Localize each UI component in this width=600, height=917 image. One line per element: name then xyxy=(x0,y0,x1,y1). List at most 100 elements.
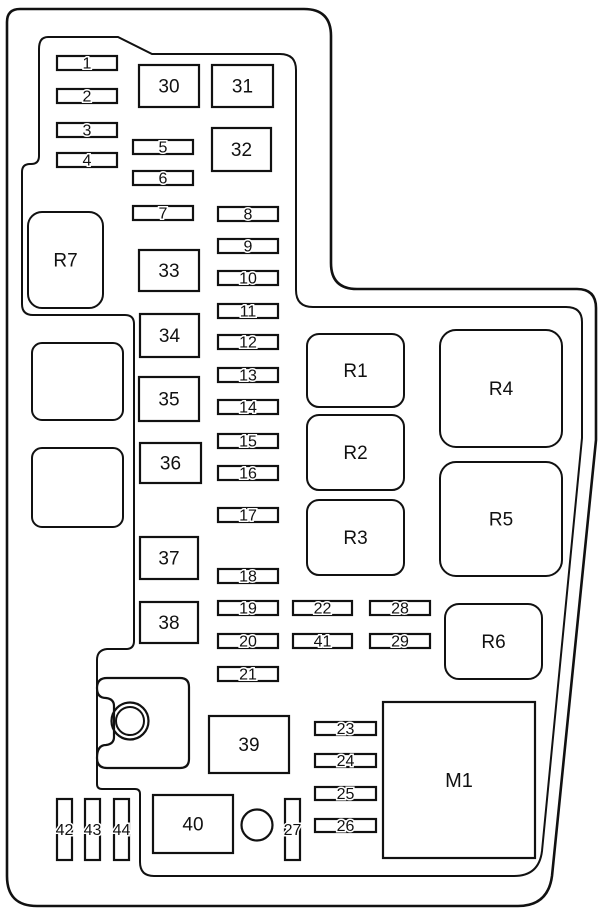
fuse-39-body xyxy=(207,714,291,775)
fuse-3: 3 xyxy=(55,121,119,141)
fuse-33-body xyxy=(137,248,201,293)
fuse-44-label: 44 xyxy=(113,822,131,839)
fuse-32-label: 32 xyxy=(231,140,252,161)
fuse-26-body xyxy=(313,817,378,834)
fuse-4: 4 xyxy=(55,151,119,171)
fuse-39-label: 39 xyxy=(238,735,259,756)
fuse-36: 36 xyxy=(138,441,203,485)
fuse-10: 10 xyxy=(216,269,280,289)
fuse-40: 40 xyxy=(151,793,235,855)
fuse-5-label: 5 xyxy=(159,140,168,157)
fuse-20-body xyxy=(216,632,280,650)
fuse-23: 23 xyxy=(313,720,378,740)
fuse-9-label: 9 xyxy=(244,239,253,256)
fuse-24: 24 xyxy=(313,752,378,772)
fuse-3-body xyxy=(55,121,119,139)
fuse-25-body xyxy=(313,785,378,802)
fuse-20-label: 20 xyxy=(239,634,257,651)
fuse-28: 28 xyxy=(368,599,432,619)
fuse-27-body xyxy=(283,797,302,862)
fuse-36-body xyxy=(138,441,203,485)
fuse-5-body xyxy=(131,138,195,156)
relay-r5-body xyxy=(439,461,563,577)
relay-r4: R4 xyxy=(439,329,563,448)
relay-r6-body xyxy=(444,603,543,680)
fuse-32: 32 xyxy=(210,126,273,173)
fuse-16-body xyxy=(216,464,280,482)
fuse-16: 16 xyxy=(216,464,280,484)
relay-r7-label: R7 xyxy=(53,251,77,272)
fuse-22-label: 22 xyxy=(314,601,332,618)
fuse-31: 31 xyxy=(210,63,275,109)
fuse-28-body xyxy=(368,599,432,617)
fuse-29: 29 xyxy=(368,632,432,652)
fuse-9: 9 xyxy=(216,237,280,257)
fuse-41: 41 xyxy=(291,632,354,652)
fuse-22: 22 xyxy=(291,599,354,619)
fuse-21-body xyxy=(216,665,280,683)
fuse-41-body xyxy=(291,632,354,650)
fuse-42: 42 xyxy=(54,797,75,862)
fuse-12-label: 12 xyxy=(239,335,257,352)
fuse-6-label: 6 xyxy=(159,171,168,188)
fuse-38-label: 38 xyxy=(158,613,179,634)
fuse-17-body xyxy=(216,506,280,524)
fuse-14: 14 xyxy=(216,398,280,418)
fuse-24-body xyxy=(313,752,378,769)
relay-r7: R7 xyxy=(27,211,104,309)
fuse-28-label: 28 xyxy=(391,601,409,618)
fuse-22-body xyxy=(291,599,354,617)
fuse-8: 8 xyxy=(216,205,280,225)
outer-cover-outline xyxy=(5,7,598,908)
fuse-37-label: 37 xyxy=(158,549,179,570)
fuse-15-label: 15 xyxy=(239,434,257,451)
fuse-15-body xyxy=(216,432,280,450)
fuse-31-label: 31 xyxy=(232,77,253,98)
ground-bolt-mount xyxy=(95,676,191,770)
fuse-13-label: 13 xyxy=(239,368,257,385)
relay-r5: R5 xyxy=(439,461,563,577)
fuse-18-label: 18 xyxy=(239,569,257,586)
fuse-35-label: 35 xyxy=(158,390,179,411)
fuse-15: 15 xyxy=(216,432,280,452)
fuse-1: 1 xyxy=(55,54,119,74)
relay-r1: R1 xyxy=(306,333,405,408)
relay-r2-body xyxy=(306,414,405,491)
fuse-12-body xyxy=(216,333,280,351)
relay-r3-body xyxy=(306,499,405,576)
relay-r3-label: R3 xyxy=(343,528,367,549)
module-m1: M1 xyxy=(381,700,537,860)
relay-r1-label: R1 xyxy=(343,361,367,382)
fuse-17: 17 xyxy=(216,506,280,526)
fuse-10-label: 10 xyxy=(239,271,257,288)
fuse-26-label: 26 xyxy=(337,818,355,835)
fuse-30: 30 xyxy=(137,63,201,109)
relay-r4-body xyxy=(439,329,563,448)
fuse-11: 11 xyxy=(216,302,280,322)
fuse-5: 5 xyxy=(131,138,195,158)
fuse-9-body xyxy=(216,237,280,255)
fuse-11-label: 11 xyxy=(240,304,257,321)
empty-socket-2 xyxy=(31,447,124,528)
fuse-21-label: 21 xyxy=(239,667,257,684)
fuse-2-label: 2 xyxy=(83,89,92,106)
fuse-43: 43 xyxy=(82,797,103,862)
module-m1-label: M1 xyxy=(445,770,473,792)
fuse-38-body xyxy=(138,600,200,645)
fuse-30-label: 30 xyxy=(158,77,179,98)
fuse-2-body xyxy=(55,87,119,105)
fuse-16-label: 16 xyxy=(239,466,257,483)
fuse-10-body xyxy=(216,269,280,287)
fuse-43-label: 43 xyxy=(84,822,102,839)
fuse-11-body xyxy=(216,302,280,320)
fuse-23-body xyxy=(313,720,378,737)
fuse-19-body xyxy=(216,599,280,617)
fuse-7: 7 xyxy=(131,204,195,224)
relay-r2-label: R2 xyxy=(343,443,367,464)
fuse-23-label: 23 xyxy=(337,721,355,738)
fuse-19-label: 19 xyxy=(239,601,257,618)
fuse-24-label: 24 xyxy=(337,753,355,770)
fuse-19: 19 xyxy=(216,599,280,619)
fuse-13-body xyxy=(216,366,280,384)
